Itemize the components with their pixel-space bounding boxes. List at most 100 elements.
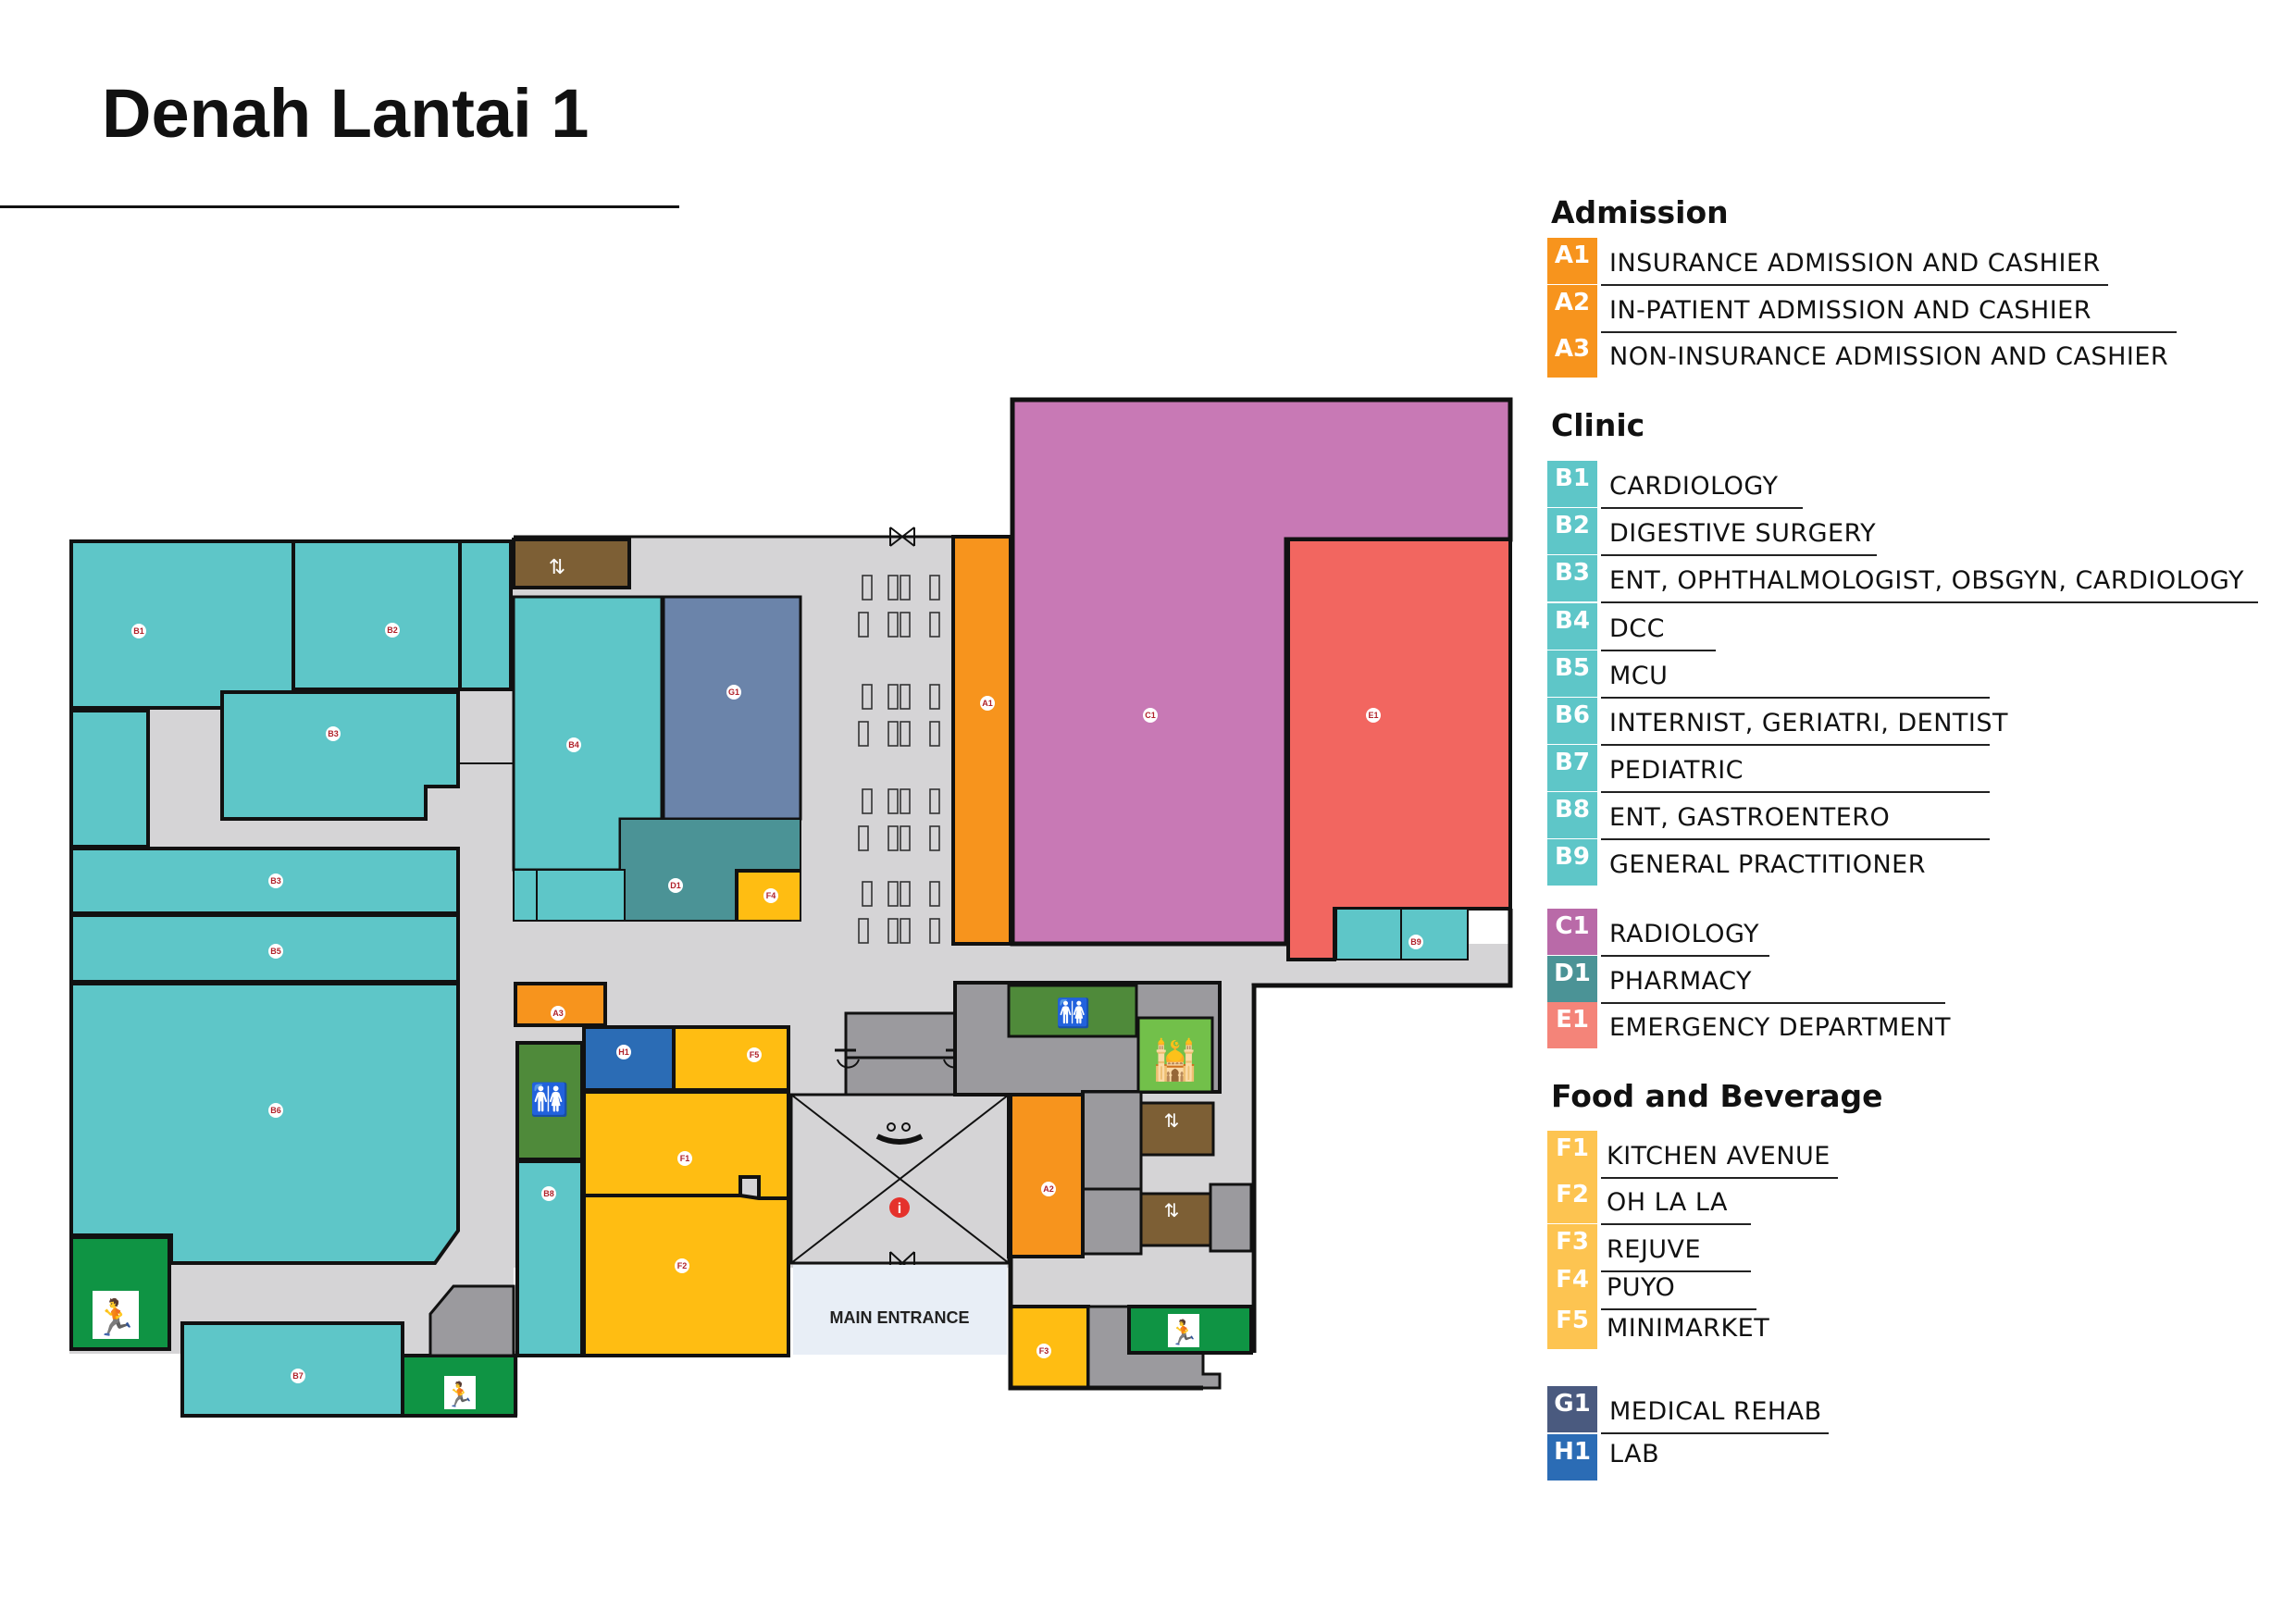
- lift-icon: ⇅: [1164, 1201, 1180, 1221]
- room-b7[interactable]: B7: [180, 1321, 404, 1418]
- room-label-b3a: B3: [328, 729, 339, 738]
- information-desk[interactable]: i: [889, 1197, 910, 1218]
- legend-code-b1: B1: [1547, 461, 1597, 507]
- legend-underline: [1601, 955, 1769, 957]
- room-f1[interactable]: F1: [582, 1090, 790, 1200]
- room-label-f3: F3: [1039, 1346, 1049, 1356]
- toilet-east[interactable]: 🚻: [1007, 984, 1138, 1038]
- legend-name-e1: EMERGENCY DEPARTMENT: [1609, 1013, 1952, 1042]
- room-b4[interactable]: B4: [512, 595, 664, 922]
- room-b5[interactable]: B5: [69, 913, 460, 984]
- room-a1[interactable]: A1: [951, 535, 1012, 946]
- room-label-b7: B7: [292, 1371, 304, 1381]
- emergency-exit-west[interactable]: 🏃: [69, 1235, 171, 1351]
- room-label-g1: G1: [728, 688, 739, 697]
- main-entrance-label: MAIN ENTRANCE: [830, 1308, 970, 1327]
- room-label-b4: B4: [568, 740, 579, 750]
- main-entrance[interactable]: MAIN ENTRANCE: [793, 1265, 1007, 1355]
- clinic-room-west: [69, 709, 150, 849]
- legend-title-food: Food and Beverage: [1551, 1078, 1883, 1114]
- room-g1[interactable]: G1: [662, 595, 802, 821]
- room-f4[interactable]: F4: [737, 871, 801, 922]
- legend-code-f5: F5: [1547, 1303, 1597, 1349]
- room-b3-upper[interactable]: B3: [220, 690, 460, 821]
- legend-code-b3: B3: [1547, 555, 1597, 601]
- room-label-d1: D1: [670, 881, 681, 890]
- room-b8[interactable]: B8: [515, 1159, 584, 1357]
- service-room-sw: [428, 1284, 515, 1357]
- legend-name-a3: NON-INSURANCE ADMISSION AND CASHIER: [1609, 342, 2169, 371]
- legend-underline: [1601, 838, 1990, 840]
- lift-icon: ⇅: [549, 555, 565, 578]
- room-f5[interactable]: F5: [672, 1025, 790, 1092]
- legend-name-b6: INTERNIST, GERIATRI, DENTIST: [1609, 709, 2009, 737]
- legend-code-b2: B2: [1547, 508, 1597, 554]
- clinic-room-small: [458, 539, 513, 691]
- atrium: [789, 1093, 1011, 1265]
- room-d1[interactable]: D1: [619, 818, 801, 922]
- page-title: Denah Lantai 1: [102, 75, 590, 152]
- room-b9[interactable]: B9: [1335, 908, 1469, 960]
- room-h1[interactable]: H1: [582, 1025, 676, 1092]
- legend-underline: [1601, 650, 1716, 651]
- legend-code-b5: B5: [1547, 650, 1597, 697]
- legend-name-a2: IN-PATIENT ADMISSION AND CASHIER: [1609, 296, 2091, 325]
- legend-code-b7: B7: [1547, 745, 1597, 791]
- emergency-exit-east[interactable]: 🏃: [1127, 1305, 1253, 1355]
- prayer-room[interactable]: 🕌: [1136, 1016, 1214, 1094]
- legend-code-a1: A1: [1547, 238, 1597, 284]
- room-label-b8: B8: [543, 1189, 554, 1198]
- legend-code-e1: E1: [1547, 1002, 1597, 1048]
- lift-east-1[interactable]: ⇅: [1139, 1101, 1215, 1157]
- legend-name-b1: CARDIOLOGY: [1609, 472, 1779, 501]
- legend-underline: [1601, 1002, 1945, 1004]
- emergency-exit-icon: 🏃: [93, 1297, 137, 1338]
- legend-underline: [1601, 697, 1990, 699]
- room-label-b5: B5: [270, 947, 281, 956]
- toilet-west[interactable]: 🚻: [515, 1041, 584, 1161]
- legend-code-f2: F2: [1547, 1177, 1597, 1223]
- lift-east-2[interactable]: ⇅: [1139, 1192, 1212, 1247]
- room-f2[interactable]: F2: [582, 1194, 790, 1357]
- revolving-door-south[interactable]: [889, 1251, 915, 1275]
- legend-code-b4: B4: [1547, 603, 1597, 650]
- legend-underline: [1601, 331, 2177, 333]
- legend-title-clinic: Clinic: [1551, 407, 1645, 443]
- legend-underline: [1601, 1432, 1829, 1434]
- info-icon: i: [898, 1201, 901, 1217]
- legend-code-a3: A3: [1547, 331, 1597, 378]
- legend-underline: [1601, 1308, 1756, 1310]
- legend-code-c1: C1: [1547, 909, 1597, 955]
- lift-icon: ⇅: [1164, 1111, 1180, 1132]
- room-b1[interactable]: B1: [69, 539, 295, 710]
- room-b6[interactable]: B6: [69, 982, 460, 1265]
- legend-name-c1: RADIOLOGY: [1609, 920, 1760, 948]
- room-label-b1: B1: [133, 626, 144, 636]
- east-wing-outline: [1008, 1257, 1203, 1391]
- lift-north[interactable]: ⇅: [512, 538, 631, 589]
- toilet-icon: 🚻: [1056, 997, 1090, 1029]
- legend-name-a1: INSURANCE ADMISSION AND CASHIER: [1609, 249, 2101, 278]
- legend-name-b9: GENERAL PRACTITIONER: [1609, 850, 1926, 879]
- emergency-exit-southwest[interactable]: 🏃: [401, 1354, 517, 1418]
- room-label-f5: F5: [750, 1050, 760, 1059]
- legend-name-b4: DCC: [1609, 614, 1665, 643]
- room-a3[interactable]: A3: [514, 982, 607, 1027]
- revolving-door-icon: [889, 1251, 915, 1275]
- room-label-b3b: B3: [270, 876, 281, 886]
- legend-underline: [1601, 1223, 1751, 1225]
- legend-name-b7: PEDIATRIC: [1609, 756, 1744, 785]
- legend-code-a2: A2: [1547, 285, 1597, 331]
- title-divider: [0, 205, 679, 208]
- room-b3-lower[interactable]: B3: [69, 847, 460, 915]
- legend-code-d1: D1: [1547, 956, 1597, 1002]
- room-f3[interactable]: F3: [1009, 1305, 1090, 1390]
- seating-area: [858, 575, 940, 944]
- room-label-b2: B2: [387, 626, 398, 635]
- room-a2[interactable]: A2: [1009, 1093, 1085, 1258]
- room-b2[interactable]: B2: [292, 539, 462, 691]
- toilet-icon: 🚻: [530, 1082, 569, 1118]
- room-label-h1: H1: [618, 1047, 629, 1057]
- room-e1[interactable]: E1: [1286, 538, 1512, 961]
- legend-code-h1: H1: [1547, 1434, 1597, 1481]
